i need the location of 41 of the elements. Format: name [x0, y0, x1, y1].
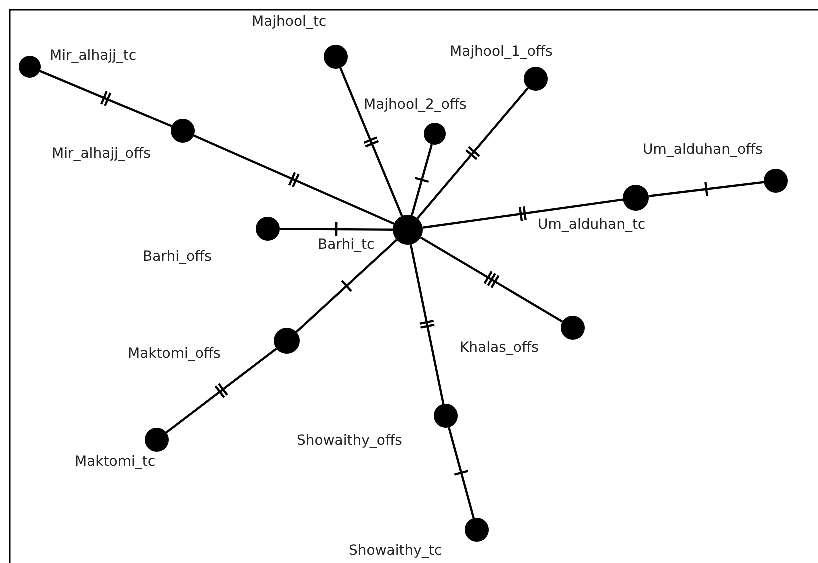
- node-label: Maktomi_tc: [75, 454, 156, 471]
- network-link: [422, 198, 624, 229]
- network-link: [416, 87, 530, 220]
- network-link: [278, 221, 394, 238]
- network-link: [648, 181, 766, 198]
- network-link: [296, 239, 398, 334]
- node-label: Majhool_1_offs: [450, 44, 553, 61]
- node-label: Showaithy_tc: [349, 543, 442, 560]
- haplotype-dot: [465, 518, 489, 542]
- node-label: Maktomi_offs: [128, 346, 221, 363]
- haplotype-dot: [274, 328, 300, 354]
- network-link: [340, 67, 404, 218]
- haplotype-dot: [623, 185, 649, 211]
- node-label: Mir_alhajj_offs: [52, 146, 151, 163]
- node-label: Barhi_offs: [143, 249, 212, 266]
- network-link: [448, 426, 475, 520]
- haplotype-dot: [434, 404, 458, 428]
- network-link: [411, 144, 434, 217]
- network-link: [165, 348, 278, 434]
- node-label: Majhool_2_offs: [364, 97, 467, 114]
- haplotype-dot: [324, 45, 348, 69]
- haplotype-dot: [171, 119, 195, 143]
- haplotype-dot: [561, 316, 585, 340]
- network-link: [192, 134, 396, 226]
- node-label: Showaithy_offs: [297, 433, 402, 450]
- network-link: [410, 244, 445, 406]
- haplotype-dot: [424, 123, 446, 145]
- network-link: [39, 70, 173, 128]
- node-label: Mir_alhajj_tc: [50, 48, 137, 65]
- haplotype-dot: [393, 215, 423, 245]
- haplotype-dot: [145, 428, 169, 452]
- node-label: Barhi_tc: [318, 237, 375, 254]
- node-label: Um_alduhan_offs: [643, 142, 763, 159]
- node-label: Um_alduhan_tc: [538, 217, 646, 234]
- haplotype-dot: [256, 217, 280, 241]
- haplotype-dot: [764, 169, 788, 193]
- node-label: Khalas_offs: [460, 340, 539, 357]
- haplotype-dot: [19, 56, 41, 78]
- node-label: Majhool_tc: [252, 14, 327, 31]
- haplotype-dot: [524, 67, 548, 91]
- network-link: [420, 236, 564, 323]
